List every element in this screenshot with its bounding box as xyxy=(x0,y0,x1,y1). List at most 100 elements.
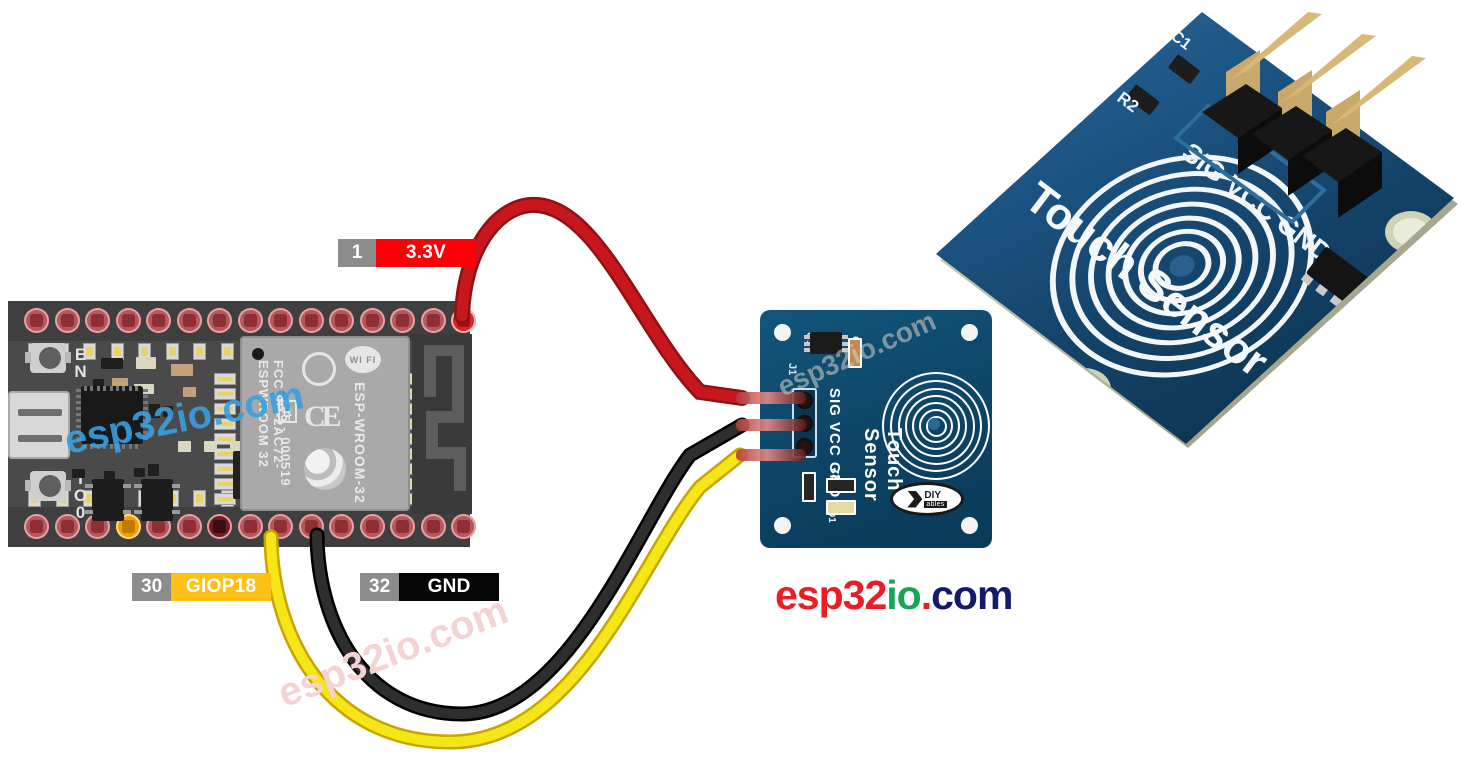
esp32-module-pad-left xyxy=(214,373,236,385)
sot23-b xyxy=(134,479,180,521)
photo-ref-u1: U1 xyxy=(1358,296,1387,324)
diyables-logo-sub: ables xyxy=(924,500,947,508)
esp32-bottom-pad[interactable] xyxy=(451,514,476,539)
photo-touch-rings xyxy=(1049,154,1315,378)
mount-hole-br xyxy=(961,517,978,534)
chip-pin xyxy=(143,437,148,440)
chip-pin xyxy=(76,425,81,428)
chip-pin xyxy=(96,444,100,449)
mount-hole-tr xyxy=(961,324,978,341)
esp32-module-pad-left xyxy=(214,478,236,490)
esp32-top-pad[interactable] xyxy=(146,308,171,333)
touch-pad-ring xyxy=(890,380,982,472)
antenna-trace-1 xyxy=(424,345,436,397)
smd-cap-j xyxy=(204,441,217,452)
chip-pin xyxy=(103,386,107,391)
chip-pin xyxy=(76,437,81,440)
d1-ref-label: D1 xyxy=(826,510,837,523)
enable-button[interactable] xyxy=(25,343,71,373)
touch-pad-ring xyxy=(912,402,960,450)
esp32-gold-pad xyxy=(220,343,234,360)
photo-pin-header[interactable] xyxy=(1202,12,1426,218)
diyables-logo-main: DIY xyxy=(924,489,942,501)
esp32-module-pad-left xyxy=(214,493,236,505)
esp32-top-pad[interactable] xyxy=(54,308,80,333)
diyables-mark-icon xyxy=(907,490,923,508)
esp32-top-pad[interactable] xyxy=(115,308,141,333)
esp32-gold-pad xyxy=(110,343,124,360)
d1-led xyxy=(826,500,856,515)
esp32-top-pad[interactable] xyxy=(298,308,324,333)
touch-pad-ring xyxy=(905,395,967,457)
esp32-top-pad[interactable] xyxy=(359,308,385,333)
esp32-gold-pad xyxy=(193,343,206,360)
smd-cap-o xyxy=(148,464,159,476)
u1-chip xyxy=(804,332,848,354)
boot-button[interactable] xyxy=(25,471,71,501)
photo-pin-3 xyxy=(1332,56,1426,124)
esp32-bottom-pad[interactable] xyxy=(268,514,293,539)
pin-vcc[interactable] xyxy=(796,415,813,432)
esp32-top-pad[interactable] xyxy=(207,308,232,333)
chip-pin xyxy=(122,386,126,391)
esp32-bottom-pad[interactable] xyxy=(24,514,49,539)
esp32-pad-gnd[interactable] xyxy=(207,514,232,539)
esp32-bottom-pad[interactable] xyxy=(298,514,324,539)
esp32-bottom-pad[interactable] xyxy=(176,514,202,539)
site-logo: esp32io.com xyxy=(775,572,1013,619)
esp32-top-pad[interactable] xyxy=(268,308,293,333)
micro-usb-connector xyxy=(8,391,70,459)
chip-pin xyxy=(76,389,81,392)
r-mark-icon: R xyxy=(278,400,297,423)
smd-cap-i xyxy=(178,441,191,452)
chip-pin xyxy=(143,419,148,422)
chip-pin xyxy=(76,395,81,398)
globe-icon xyxy=(304,448,346,490)
esp32-top-pad[interactable] xyxy=(237,308,263,333)
chip-pin xyxy=(135,444,139,449)
header-ref-label: J1 xyxy=(786,363,798,376)
chip-pin xyxy=(84,386,87,391)
photo-res-r2 xyxy=(1126,84,1160,115)
esp32-top-pad[interactable] xyxy=(390,308,415,333)
esp32-bottom-pad[interactable] xyxy=(54,514,80,539)
chip-pin xyxy=(103,444,107,449)
esp32-bottom-pad[interactable] xyxy=(237,514,263,539)
esp32-top-pad[interactable] xyxy=(85,308,110,333)
esp32-gold-pad xyxy=(193,490,206,507)
esp32-gold-pad xyxy=(165,343,179,360)
esp32-bottom-pad[interactable] xyxy=(359,514,385,539)
chip-pin xyxy=(128,386,132,391)
chip-pin xyxy=(143,407,148,410)
esp32-bottom-pad[interactable] xyxy=(420,514,446,539)
photo-led-d1 xyxy=(1071,64,1100,92)
esp32-pad-gpio18[interactable] xyxy=(115,514,141,539)
esp32-top-pad[interactable] xyxy=(329,308,354,333)
esp32-pad-3v3[interactable] xyxy=(451,308,476,333)
pin-gnd[interactable] xyxy=(796,438,813,455)
sot23-a xyxy=(85,479,131,521)
mount-hole-tl xyxy=(774,324,791,341)
chip-pin xyxy=(96,386,100,391)
esp32-top-pad[interactable] xyxy=(24,308,49,333)
label-gpio18: 30 GIOP18 xyxy=(132,573,272,601)
chip-pin xyxy=(143,389,148,392)
logo-part-com: com xyxy=(931,572,1013,618)
esp32-bottom-pad[interactable] xyxy=(390,514,415,539)
esp32-module-pad-left xyxy=(214,388,236,400)
photo-ref-d1: D1 xyxy=(1048,54,1077,82)
smd-resistor xyxy=(136,357,156,369)
esp32-top-pad[interactable] xyxy=(176,308,202,333)
module-name-text: ESP-WROOM-32 xyxy=(352,382,368,504)
wire-vcc[interactable] xyxy=(456,199,748,404)
photo-hole-bl xyxy=(1057,368,1111,410)
chip-pin xyxy=(122,444,126,449)
chip-pin xyxy=(128,444,132,449)
r1-resistor xyxy=(802,472,816,502)
esp32-top-pad[interactable] xyxy=(420,308,446,333)
antenna-trace-7 xyxy=(454,447,466,491)
ce-mark-icon: CE xyxy=(304,400,342,433)
cert-mark-icon xyxy=(302,352,336,386)
esp32-bottom-pad[interactable] xyxy=(329,514,354,539)
touch-sensor-photo: Touch Sensor SIG VCC GND D1 R2 C1 U1 xyxy=(936,12,1458,448)
